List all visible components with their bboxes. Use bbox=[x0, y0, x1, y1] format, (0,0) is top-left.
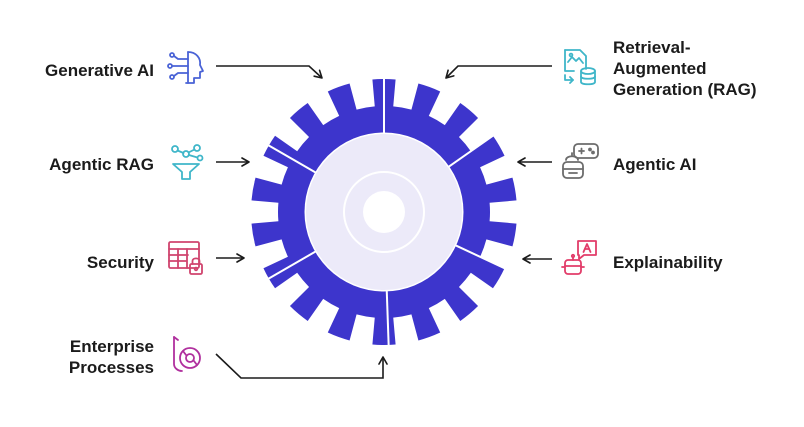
robot-gamepad-icon bbox=[560, 142, 600, 182]
label-enterprise-line1: Enterprise bbox=[69, 337, 154, 356]
gear-segment-divider bbox=[454, 244, 507, 270]
arrow-retrieval bbox=[445, 65, 552, 79]
label-explainability: Explainability bbox=[613, 253, 723, 272]
gear-segment-divider bbox=[447, 133, 496, 169]
table-lock-icon bbox=[166, 238, 206, 278]
label-agentic-rag: Agentic RAG bbox=[49, 155, 154, 174]
connector-arrows bbox=[215, 65, 552, 379]
label-agentic-ai: Agentic AI bbox=[613, 155, 697, 174]
label-enterprise-processes: Enterprise Processes bbox=[69, 336, 154, 378]
gear-inner-ring bbox=[343, 171, 425, 253]
arrow-generative-ai bbox=[216, 65, 323, 79]
gear bbox=[251, 77, 517, 347]
label-retrieval-line1: Retrieval- bbox=[613, 38, 691, 57]
gear-segment-divider bbox=[385, 289, 390, 347]
document-database-icon bbox=[560, 47, 600, 87]
process-cycle-icon bbox=[166, 334, 206, 374]
label-retrieval-augmented-generation: Retrieval- Augmented Generation (RAG) bbox=[613, 37, 757, 100]
label-security: Security bbox=[86, 253, 154, 272]
label-enterprise-line2: Processes bbox=[68, 358, 154, 377]
funnel-network-icon bbox=[166, 142, 206, 182]
ai-head-circuit-icon bbox=[166, 47, 206, 87]
gear-center-hole bbox=[363, 191, 405, 233]
label-retrieval-line2: Augmented bbox=[613, 59, 707, 78]
gear-segment-divider bbox=[266, 143, 317, 174]
arrow-enterprise bbox=[215, 353, 388, 379]
label-retrieval-line3: Generation (RAG) bbox=[613, 80, 757, 99]
label-generative-ai: Generative AI bbox=[45, 61, 154, 80]
robot-speech-icon bbox=[560, 238, 600, 278]
gear-segment-divider bbox=[266, 250, 317, 281]
